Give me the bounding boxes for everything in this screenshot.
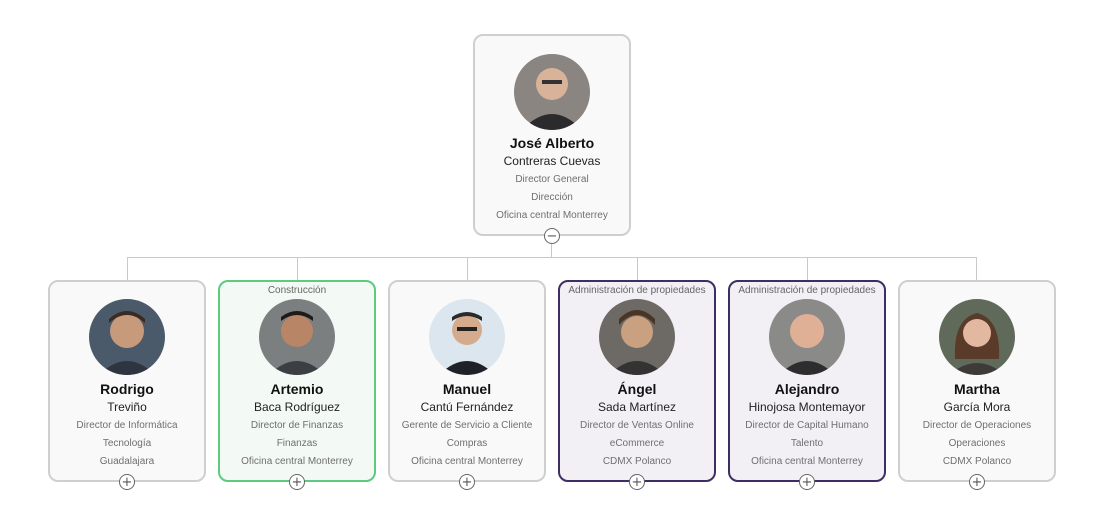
avatar <box>429 299 505 375</box>
person-first-name: Manuel <box>442 381 492 397</box>
person-office: Oficina central Monterrey <box>751 456 863 467</box>
person-role: Gerente de Servicio a Cliente <box>401 420 533 431</box>
person-role: Director de Informática <box>76 420 178 431</box>
avatar <box>259 299 335 375</box>
avatar <box>939 299 1015 375</box>
person-first-name: Rodrigo <box>100 381 154 397</box>
person-role: Director de Operaciones <box>922 420 1032 431</box>
person-office: Oficina central Monterrey <box>496 210 608 221</box>
expand-toggle-button[interactable]: + <box>289 474 305 490</box>
avatar <box>89 299 165 375</box>
person-last-name: Contreras Cuevas <box>503 154 601 168</box>
collapse-toggle-button[interactable]: − <box>544 228 560 244</box>
person-last-name: Sada Martínez <box>597 400 677 414</box>
org-node-child[interactable]: Administración de propiedades Ángel Sada… <box>558 280 716 490</box>
connector-horizontal <box>127 257 977 258</box>
person-first-name: Artemio <box>270 381 324 397</box>
person-office: Oficina central Monterrey <box>411 456 523 467</box>
person-role: Director General <box>515 174 589 185</box>
connector-drop-2 <box>467 257 468 280</box>
person-last-name: Cantú Fernández <box>420 400 514 414</box>
connector-drop-1 <box>297 257 298 280</box>
person-department: Talento <box>790 438 824 449</box>
person-department: Operaciones <box>948 438 1006 449</box>
person-role: Director de Finanzas <box>250 420 344 431</box>
person-first-name: Ángel <box>617 381 657 397</box>
node-tag: Administración de propiedades <box>738 285 876 296</box>
org-node-child[interactable]: Construcción Artemio Baca Rodríguez Dire… <box>218 280 376 490</box>
expand-toggle-button[interactable]: + <box>629 474 645 490</box>
connector-drop-4 <box>807 257 808 280</box>
person-department: Finanzas <box>276 438 318 449</box>
expand-toggle-button[interactable]: + <box>459 474 475 490</box>
person-last-name: Baca Rodríguez <box>253 400 341 414</box>
person-office: CDMX Polanco <box>942 456 1012 467</box>
node-tag: Construcción <box>267 285 327 296</box>
person-first-name: Martha <box>954 381 1000 397</box>
person-last-name: García Mora <box>943 400 1011 414</box>
avatar <box>514 54 590 130</box>
connector-root-down <box>551 244 552 258</box>
person-office: Guadalajara <box>99 456 155 467</box>
expand-toggle-button[interactable]: + <box>969 474 985 490</box>
org-node-child[interactable]: Martha García Mora Director de Operacion… <box>898 280 1056 490</box>
person-office: Oficina central Monterrey <box>241 456 353 467</box>
person-role: Director de Capital Humano <box>745 420 869 431</box>
expand-toggle-button[interactable]: + <box>799 474 815 490</box>
expand-toggle-button[interactable]: + <box>119 474 135 490</box>
org-node-child[interactable]: Rodrigo Treviño Director de Informática … <box>48 280 206 490</box>
avatar <box>769 299 845 375</box>
person-department: eCommerce <box>609 438 665 449</box>
person-last-name: Treviño <box>107 400 147 414</box>
connector-drop-0 <box>127 257 128 280</box>
person-department: Compras <box>446 438 488 449</box>
connector-drop-3 <box>637 257 638 280</box>
org-node-child[interactable]: Manuel Cantú Fernández Gerente de Servic… <box>388 280 546 490</box>
avatar <box>599 299 675 375</box>
person-first-name: Alejandro <box>774 381 840 397</box>
node-tag: Administración de propiedades <box>568 285 706 296</box>
org-node-root[interactable]: José Alberto Contreras Cuevas Director G… <box>473 34 631 244</box>
person-department: Tecnología <box>102 438 152 449</box>
person-role: Director de Ventas Online <box>580 420 694 431</box>
person-office: CDMX Polanco <box>602 456 672 467</box>
connector-drop-5 <box>976 257 977 280</box>
org-node-child[interactable]: Administración de propiedades Alejandro … <box>728 280 886 490</box>
person-last-name: Hinojosa Montemayor <box>748 400 866 414</box>
person-first-name: José Alberto <box>509 135 595 151</box>
person-department: Dirección <box>531 192 573 203</box>
